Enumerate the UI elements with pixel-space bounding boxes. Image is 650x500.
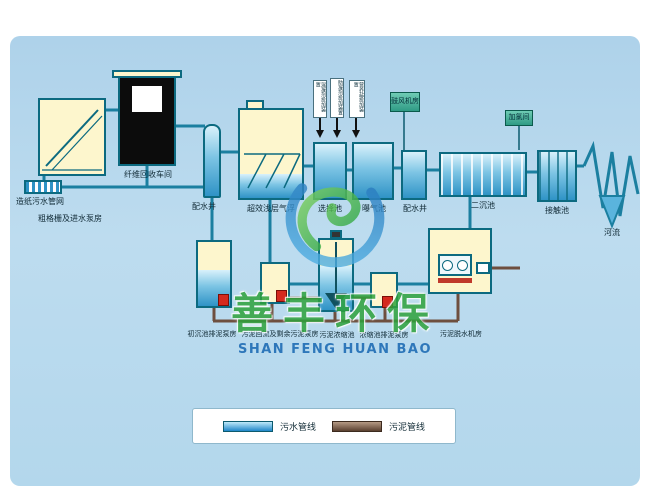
chlorine-room-box: 加氯间	[505, 110, 533, 126]
label-river: 河流	[604, 228, 620, 237]
label-primary-sludge-pump: 初沉池排泥泵房	[187, 330, 237, 338]
legend-sewage: 污水管线	[222, 420, 316, 433]
label-secondary-clarifier: 二沉池	[471, 201, 495, 210]
bar-screen-box	[24, 180, 62, 194]
dosing-unit-2: 助凝剂投加装置	[330, 78, 344, 118]
thickener-shaft	[335, 242, 337, 300]
label-dewatering-room: 污泥脱水机房	[440, 330, 482, 338]
secondary-clarifier	[439, 152, 527, 197]
roller-icon	[457, 259, 468, 271]
belt-press-icon	[438, 254, 472, 276]
blower-room-box: 鼓风机房	[390, 92, 420, 112]
lamella-stripes	[441, 154, 525, 195]
fiber-tank-lid	[112, 70, 182, 78]
label-sludge-thickener: 污泥浓缩池	[319, 331, 355, 339]
air-flotation-tank	[238, 108, 304, 200]
distribution-well-2	[401, 150, 427, 200]
roller-icon	[442, 259, 453, 271]
label-air-flotation: 超效浅层气浮	[247, 204, 295, 213]
aeration-tank	[352, 142, 394, 200]
sewage-line-swatch	[222, 420, 273, 432]
equipment-links	[403, 112, 520, 150]
press-base	[438, 278, 472, 283]
river-line	[582, 140, 640, 217]
label-sludge-return-pump: 污泥回流及剩余污泥泵房	[241, 330, 319, 338]
label-contact-tank: 接触池	[545, 206, 569, 215]
selection-tank	[313, 142, 347, 200]
dewatering-building	[428, 228, 492, 294]
fiber-tank-window	[132, 86, 162, 112]
scraper-icon	[244, 153, 301, 189]
label-dist-well-1: 配水井	[192, 202, 216, 211]
pump-icon	[382, 296, 393, 308]
pump-icon	[276, 290, 287, 302]
label-paper-network: 造纸污水管网	[16, 197, 64, 206]
pump-icon	[218, 294, 229, 306]
legend-sludge-label: 污泥管线	[389, 422, 426, 433]
inclined-screen-icon	[42, 109, 103, 171]
legend-sewage-label: 污水管线	[279, 422, 316, 433]
thickener-cone	[325, 293, 347, 309]
coarse-screen-tank	[38, 98, 106, 176]
label-fiber-recovery: 纤维回收车间	[124, 170, 172, 179]
contact-tank	[537, 150, 577, 202]
fiber-recovery-tank	[118, 74, 176, 166]
sludge-line-swatch	[332, 420, 382, 432]
label-selection-tank: 选择池	[318, 204, 342, 213]
dosing-unit-3: 营养盐投加装置	[349, 80, 365, 118]
label-dist-well-2: 配水井	[403, 204, 427, 213]
label-coarse-screen: 粗格栅及进水泵房	[38, 214, 102, 223]
legend-sludge: 污泥管线	[332, 420, 425, 433]
label-aeration-tank: 曝气池	[362, 204, 386, 213]
distribution-well-1	[203, 124, 221, 198]
legend: 污水管线 污泥管线	[192, 408, 456, 444]
control-cabinet-icon	[476, 262, 490, 274]
baffle-stripes	[539, 152, 575, 200]
river-pond	[598, 195, 626, 229]
sludge-thickener	[318, 238, 354, 312]
dosing-arrows	[316, 116, 360, 138]
label-thickener-pump: 浓缩池排泥泵房	[359, 331, 409, 339]
sludge-pipes	[212, 266, 520, 323]
dosing-unit-1: 混凝剂投加装置	[313, 80, 327, 118]
